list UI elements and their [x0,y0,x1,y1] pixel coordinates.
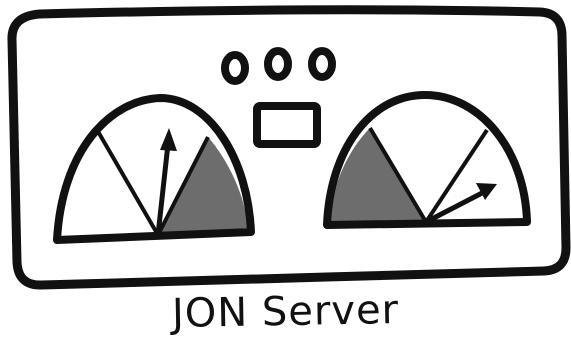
gauge-right-shaded-segment [329,128,426,222]
gauge-right-needle-arrowhead [476,183,497,200]
gauge-left-tick [94,126,160,237]
caption-label: JON Server [171,287,400,337]
indicator-light-3 [308,47,336,81]
gauge-right-tick [368,126,428,224]
gauge-left-outline [53,94,255,244]
gauge-right [323,91,531,229]
gauge-right-needle [424,189,486,225]
gauge-left-needle-arrowhead [160,128,177,151]
gauge-left-needle [155,143,171,236]
gauge-right-tick-2 [424,128,489,224]
indicator-light-1 [221,51,249,85]
gauge-left-tick-2 [156,136,210,236]
indicator-lights [221,47,336,85]
indicator-light-2 [264,47,292,81]
gauge-left [53,94,255,244]
gauge-left-shaded-segment [158,137,248,235]
gauge-right-outline [323,91,531,229]
display-slot [253,102,321,148]
